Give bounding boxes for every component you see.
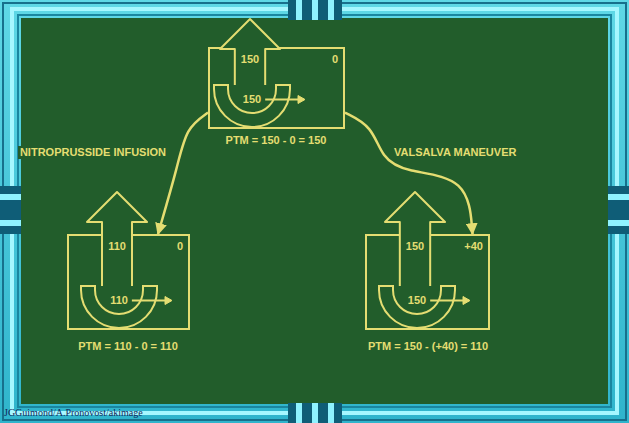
ventricle-shape-outline (212, 85, 308, 129)
ventricle-wall (379, 286, 455, 328)
pressure-value: 0 (177, 240, 183, 253)
ventricle-wall (81, 286, 157, 328)
ventricle-shape-outline (377, 286, 473, 330)
pressure-arrow: 150 (385, 192, 445, 286)
pressure-value: 110 (108, 240, 126, 253)
green-panel (21, 18, 608, 404)
ventricle-shape: 150 (212, 85, 308, 129)
notch-right (608, 186, 629, 234)
pressure-small-arrow-head (165, 297, 172, 305)
notch-stripe (0, 194, 21, 200)
intervention-label: VALSALVA MANEUVER (392, 146, 518, 159)
pressure-value: +40 (464, 240, 483, 253)
notch-stripe (328, 403, 334, 423)
notch-stripe (312, 403, 318, 423)
pressure-value: 150 (241, 53, 259, 66)
ventricle-shape: 150 (377, 286, 473, 330)
notch-stripe (0, 220, 21, 226)
intervention-arrow (158, 113, 208, 234)
pressure-value: 150 (406, 240, 424, 253)
frame-inner-line (18, 15, 611, 407)
pressure-small-arrow-head (463, 297, 470, 305)
pressure-arrow-outline (385, 192, 445, 286)
notch-top (288, 0, 342, 20)
pressure-box: 0 150 150 (208, 47, 345, 129)
notch-bottom (288, 403, 342, 423)
intervention-label: NITROPRUSSIDE INFUSION (18, 146, 168, 159)
frame-outer-line (3, 3, 626, 420)
pressure-box: +40 150 150 (365, 234, 490, 330)
pressure-equation: PTM = 150 - (+40) = 110 (368, 340, 488, 353)
notch-stripe (296, 0, 302, 20)
notch-stripe (312, 0, 318, 20)
pressure-equation: PTM = 150 - 0 = 150 (226, 134, 327, 147)
ventricle-wall (214, 85, 290, 127)
pressure-arrow-outline (87, 192, 147, 286)
notch-stripe (608, 194, 629, 200)
pressure-arrow: 150 (220, 19, 280, 85)
pressure-box: 0 110 110 (67, 234, 190, 330)
pressure-value: 150 (408, 294, 426, 307)
pressure-value: 150 (243, 93, 261, 106)
notch-stripe (608, 220, 629, 226)
frame-bright-band (12, 9, 617, 413)
pressure-equation: PTM = 110 - 0 = 110 (78, 340, 178, 353)
notch-left (0, 186, 21, 234)
notch-stripe (296, 403, 302, 423)
watermark: JGGuimond/A.Pronovost/akimage (4, 407, 143, 419)
pressure-value: 0 (332, 53, 338, 66)
arrow-outline (87, 192, 147, 286)
ventricle-shape-outline (79, 286, 175, 330)
ventricle-shape: 110 (79, 286, 175, 330)
pressure-arrow-outline (220, 19, 280, 85)
notch-stripe (328, 0, 334, 20)
pressure-value: 110 (110, 294, 128, 307)
pressure-small-arrow-head (298, 96, 305, 104)
arrow-outline (220, 19, 280, 85)
arrow-outline (385, 192, 445, 286)
pressure-arrow: 110 (87, 192, 147, 286)
